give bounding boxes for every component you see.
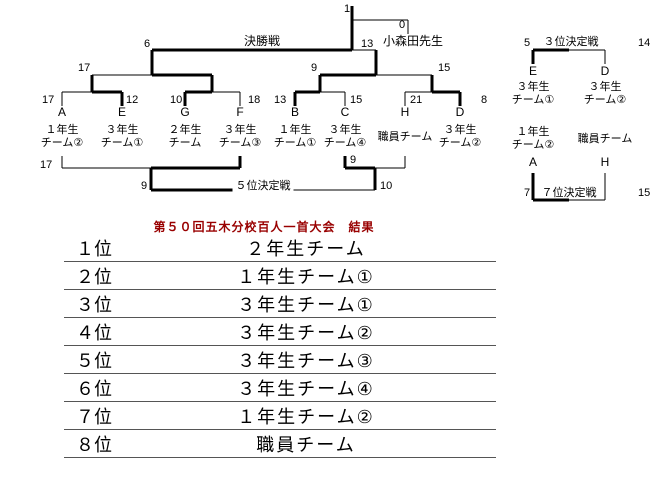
team-letter-g: G [180, 105, 190, 119]
rank-cell: ４位 [76, 322, 112, 343]
seventh-left-letter: A [528, 155, 538, 169]
team-name-f: ３年生チーム③ [218, 124, 262, 149]
score-sf-left: 17 [78, 62, 91, 74]
team-letter-e: E [117, 105, 127, 119]
result-row-6: ６位 ３年生チーム④ [64, 374, 496, 402]
team-name-h: 職員チーム [377, 131, 433, 143]
result-row-8: ８位 職員チーム [64, 430, 496, 458]
rank-cell: ８位 [76, 434, 112, 455]
side-bracket-lines [531, 48, 606, 202]
fifth-place-match-label: ５位決定戦 [232, 180, 294, 192]
score-exhibition-teacher: 0 [399, 19, 406, 31]
final-match-label: 決勝戦 [243, 34, 281, 48]
results-table: １位 ２年生チーム ２位 １年生チーム① ３位 ３年生チーム① ４位 ３年生チー… [64, 234, 496, 458]
team-cell: 職員チーム [256, 434, 356, 455]
rank-cell: １位 [76, 238, 112, 259]
team-letter-c: C [340, 105, 350, 119]
team-cell: ３年生チーム③ [237, 350, 375, 371]
score-third-right: 14 [638, 37, 651, 49]
team-name-a: １年生チーム② [40, 124, 84, 149]
seventh-left-team: １年生チーム② [511, 126, 555, 151]
team-letter-b: B [290, 105, 300, 119]
score-final-left: 6 [144, 38, 151, 50]
team-letter-a: A [57, 105, 67, 119]
rank-cell: ３位 [76, 294, 112, 315]
rank-cell: ５位 [76, 350, 112, 371]
team-cell: ３年生チーム④ [237, 378, 375, 399]
rank-cell: ６位 [76, 378, 112, 399]
score-qf-h: 21 [410, 94, 423, 106]
score-third-left: 5 [524, 37, 531, 49]
score-consolation-left: 17 [40, 159, 53, 171]
bracket-lines [61, 6, 606, 202]
score-qf-f: 18 [248, 94, 261, 106]
score-sf-right-inner: 9 [311, 62, 318, 74]
result-row-5: ５位 ３年生チーム③ [64, 346, 496, 374]
team-letter-f: F [236, 105, 244, 119]
score-qf-a: 17 [42, 94, 55, 106]
team-cell: １年生チーム① [237, 266, 375, 287]
score-fifth-right: 10 [380, 180, 393, 192]
score-consolation-right: 9 [350, 154, 357, 166]
score-qf-e: 12 [126, 94, 139, 106]
result-row-7: ７位 １年生チーム② [64, 402, 496, 430]
result-row-3: ３位 ３年生チーム① [64, 290, 496, 318]
score-sf-right-outer: 15 [438, 62, 451, 74]
teacher-name: 小森田先生 [382, 34, 444, 48]
third-left-team: ３年生チーム① [511, 81, 555, 106]
rank-cell: ７位 [76, 406, 112, 427]
third-right-letter: D [600, 64, 610, 78]
score-seventh-left: 7 [524, 187, 531, 199]
team-cell: ２年生チーム [246, 238, 366, 259]
score-exhibition-champion: 1 [344, 3, 351, 15]
team-name-b: １年生チーム① [273, 124, 317, 149]
seventh-place-match-label: ７位決定戦 [541, 187, 597, 199]
team-name-c: ３年生チーム④ [323, 124, 367, 149]
seventh-right-team: 職員チーム [577, 133, 633, 145]
third-right-team: ３年生チーム② [583, 81, 627, 106]
score-seventh-right: 15 [638, 187, 651, 199]
team-name-g: ２年生チーム [168, 124, 202, 149]
result-row-4: ４位 ３年生チーム② [64, 318, 496, 346]
result-row-2: ２位 １年生チーム① [64, 262, 496, 290]
score-qf-b: 13 [274, 94, 287, 106]
score-qf-d: 8 [481, 94, 488, 106]
score-qf-g: 10 [170, 94, 183, 106]
team-cell: ３年生チーム② [237, 322, 375, 343]
main-bracket-lines [61, 6, 462, 106]
team-letter-h: H [400, 105, 410, 119]
team-name-d: ３年生チーム② [438, 124, 482, 149]
score-final-right: 13 [361, 38, 374, 50]
result-row-1: １位 ２年生チーム [64, 234, 496, 262]
seventh-right-letter: H [600, 155, 610, 169]
team-cell: ３年生チーム① [237, 294, 375, 315]
score-fifth-left: 9 [141, 180, 148, 192]
team-letter-d: D [455, 105, 465, 119]
third-place-match-label: ３位決定戦 [543, 36, 599, 48]
team-cell: １年生チーム② [237, 406, 375, 427]
results-title: 第５０回五木分校百人一首大会 結果 [153, 220, 375, 234]
third-left-letter: E [528, 64, 538, 78]
rank-cell: ２位 [76, 266, 112, 287]
score-qf-c: 15 [350, 94, 363, 106]
team-name-e: ３年生チーム① [100, 124, 144, 149]
